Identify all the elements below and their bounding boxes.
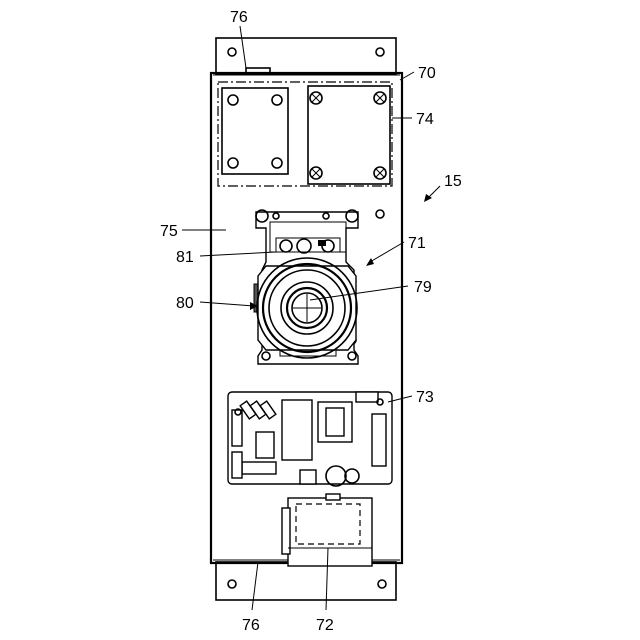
circuit-board-73 — [228, 392, 392, 486]
label-79: 79 — [414, 279, 432, 296]
label-76-top: 76 — [230, 9, 248, 26]
label-71: 71 — [408, 235, 426, 252]
label-81: 81 — [176, 249, 194, 266]
bottom-box-72 — [282, 494, 372, 566]
label-76-bottom: 76 — [242, 617, 260, 634]
motor-housing-80 — [254, 258, 357, 358]
bottom-mounting-flange — [216, 562, 396, 600]
label-70: 70 — [418, 65, 436, 82]
top-region-70 — [218, 82, 392, 186]
label-75: 75 — [160, 223, 178, 240]
label-15: 15 — [444, 173, 462, 190]
screw-icon — [374, 92, 386, 104]
screw-icon — [310, 167, 322, 179]
label-72: 72 — [316, 617, 334, 634]
label-73: 73 — [416, 389, 434, 406]
screw-icon — [374, 167, 386, 179]
label-74: 74 — [416, 111, 434, 128]
right-plate-74 — [308, 86, 390, 184]
label-80: 80 — [176, 295, 194, 312]
left-plate — [222, 88, 288, 174]
screw-icon — [310, 92, 322, 104]
top-mounting-flange — [216, 38, 396, 74]
